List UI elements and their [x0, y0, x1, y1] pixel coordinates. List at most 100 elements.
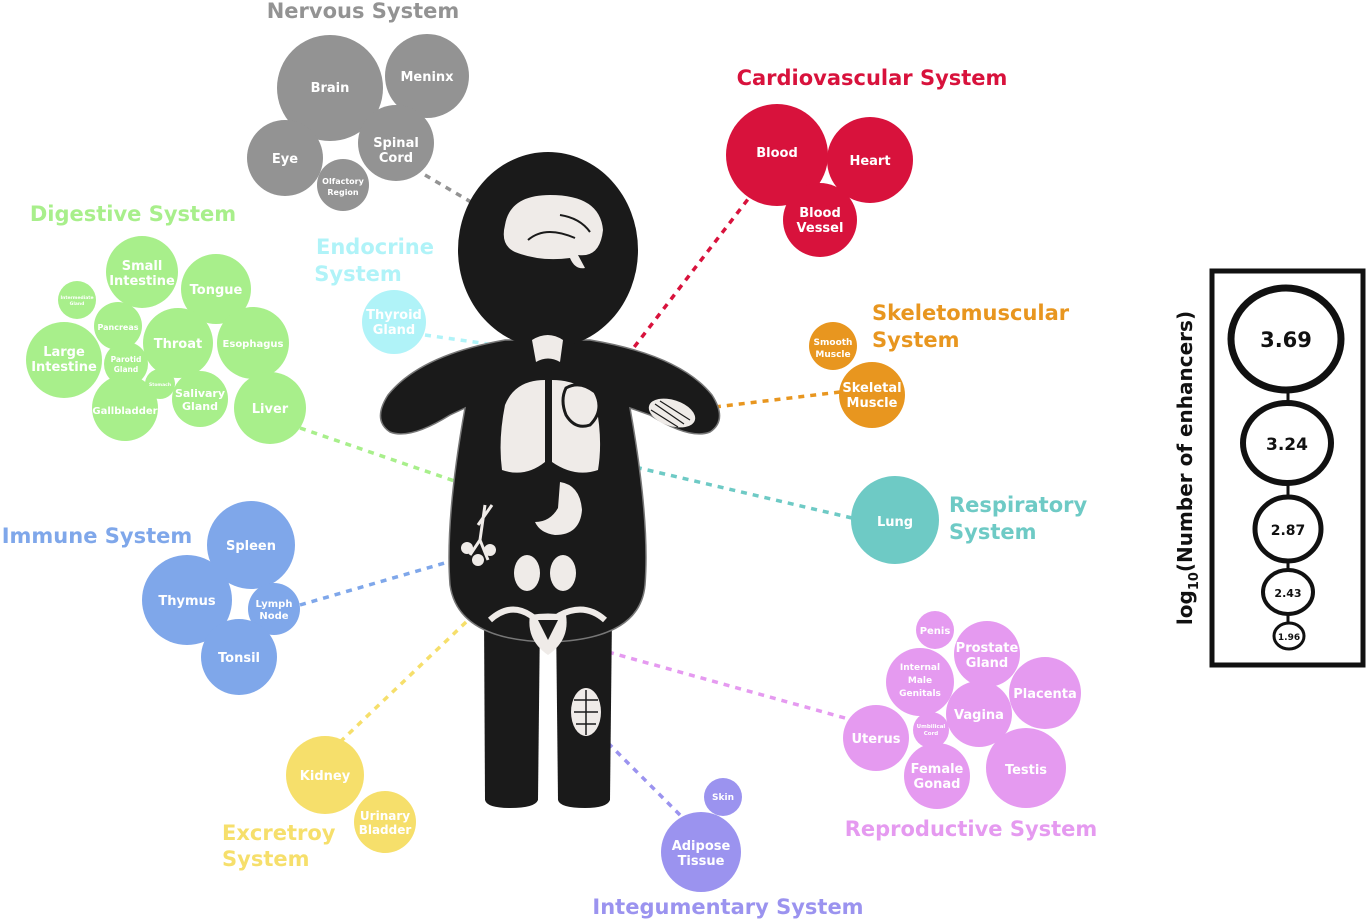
urinary-bladder-bubble[interactable]: [354, 791, 416, 853]
gallbladder-bubble[interactable]: [92, 375, 158, 441]
throat-bubble[interactable]: [143, 308, 213, 378]
vagina-label: Vagina: [954, 708, 1004, 723]
legend-circle-2: [1240, 400, 1334, 486]
skeletal-muscle-bubble[interactable]: [839, 362, 905, 428]
skin-label: Skin: [712, 793, 734, 803]
large-intestine-l2: Intestine: [31, 360, 97, 375]
legend-value-1: 3.69: [1260, 328, 1312, 352]
blood-vessel-l2: Vessel: [797, 221, 844, 236]
internal-male-genitals-bubble[interactable]: [886, 648, 954, 716]
testis-bubble[interactable]: [986, 728, 1066, 808]
blood-bubble[interactable]: [726, 104, 828, 206]
nervous-system-title: Nervous System: [267, 0, 460, 23]
meninx-bubble[interactable]: [385, 34, 469, 118]
tonsil-bubble[interactable]: [201, 619, 277, 695]
placenta-bubble[interactable]: [1009, 657, 1081, 729]
intermediate-gland-bubble[interactable]: [58, 281, 96, 319]
legend-value-5: 1.96: [1278, 633, 1300, 643]
urinary-bladder-l2: Bladder: [359, 823, 412, 837]
thymus-label: Thymus: [158, 594, 215, 609]
adipose-tissue-l2: Tissue: [678, 854, 725, 869]
skeletomuscular-system-title-1: Skeletomuscular: [872, 301, 1070, 325]
parotid-gland-bubble[interactable]: [104, 342, 148, 386]
spinal-cord-l1: Spinal: [373, 136, 419, 151]
pancreas-bubble[interactable]: [94, 302, 142, 350]
lymph-node-a: [461, 542, 473, 554]
prostate-gland-l1: Prostate: [956, 641, 1019, 656]
tongue-bubble[interactable]: [181, 254, 251, 324]
adipose-tissue-bubble[interactable]: [661, 812, 741, 892]
legend-circle-4: [1261, 568, 1315, 616]
digestive-system-title: Digestive System: [30, 202, 236, 226]
heart-bubble[interactable]: [827, 117, 913, 203]
stomach-label: Stomach: [149, 382, 171, 388]
size-legend: log10(Number of enhancers) 3.69 3.24 2.8…: [1173, 268, 1366, 668]
large-intestine-l1: Large: [43, 345, 85, 360]
left-kidney-organ: [514, 555, 540, 591]
arm-muscle-stripes: [650, 400, 691, 428]
pancreas-label: Pancreas: [97, 323, 138, 332]
arm-muscle-organ: [648, 398, 696, 428]
penis-label: Penis: [920, 626, 951, 637]
kidney-bubble[interactable]: [286, 736, 364, 814]
small-intestine-bubble[interactable]: [106, 236, 178, 308]
thyroid-gland-bubble[interactable]: [362, 290, 426, 354]
uterus-bubble[interactable]: [843, 705, 909, 771]
excretory-system-title-1: Excretroy: [222, 821, 336, 845]
large-intestine-bubble[interactable]: [26, 322, 102, 398]
spleen-label: Spleen: [226, 539, 276, 554]
prostate-gland-l2: Gland: [966, 656, 1008, 671]
spinal-cord-l2: Cord: [379, 151, 413, 166]
legend-value-3: 2.87: [1271, 523, 1306, 539]
smooth-muscle-bubble[interactable]: [809, 322, 857, 370]
vagina-bubble[interactable]: [946, 681, 1012, 747]
internal-male-genitals-l1: Internal: [900, 663, 940, 673]
smooth-muscle-l2: Muscle: [815, 350, 850, 360]
endocrine-system-title-2: System: [314, 262, 401, 286]
eye-bubble[interactable]: [247, 120, 323, 196]
kidney-label: Kidney: [300, 769, 351, 784]
parotid-gland-l1: Parotid: [111, 355, 142, 364]
smooth-muscle-l1: Smooth: [814, 338, 853, 348]
skin-bubble[interactable]: [704, 778, 742, 816]
umbilical-cord-bubble[interactable]: [913, 712, 949, 748]
tongue-label: Tongue: [190, 283, 243, 298]
thymus-bubble[interactable]: [142, 555, 232, 645]
spleen-bubble[interactable]: [207, 501, 295, 589]
lymph-node-bubble[interactable]: [248, 583, 300, 635]
penis-bubble[interactable]: [916, 611, 954, 649]
lung-bubble[interactable]: [851, 476, 939, 564]
female-gonad-bubble[interactable]: [904, 743, 970, 809]
spinal-cord-bubble[interactable]: [358, 105, 434, 181]
endocrine-system-title-1: Endocrine: [316, 235, 434, 259]
blood-vessel-bubble[interactable]: [783, 183, 857, 257]
left-lung-organ: [500, 380, 545, 473]
olfactory-region-bubble[interactable]: [317, 159, 369, 211]
brain-label: Brain: [311, 81, 350, 96]
esophagus-bubble[interactable]: [217, 307, 289, 379]
liver-bubble[interactable]: [234, 372, 306, 444]
salivary-gland-bubble[interactable]: [172, 371, 228, 427]
tonsil-label: Tonsil: [218, 651, 260, 666]
small-intestine-l1: Small: [122, 259, 163, 274]
female-gonad-l1: Female: [911, 762, 964, 777]
legend-value-4: 2.43: [1274, 587, 1301, 600]
prostate-gland-bubble[interactable]: [954, 621, 1020, 687]
skeletal-muscle-l2: Muscle: [847, 396, 898, 411]
legend-value-2: 3.24: [1266, 435, 1308, 455]
brain-bubble[interactable]: [277, 35, 383, 141]
uterus-inner: [538, 620, 558, 640]
cardiovascular-system-title: Cardiovascular System: [737, 66, 1008, 90]
